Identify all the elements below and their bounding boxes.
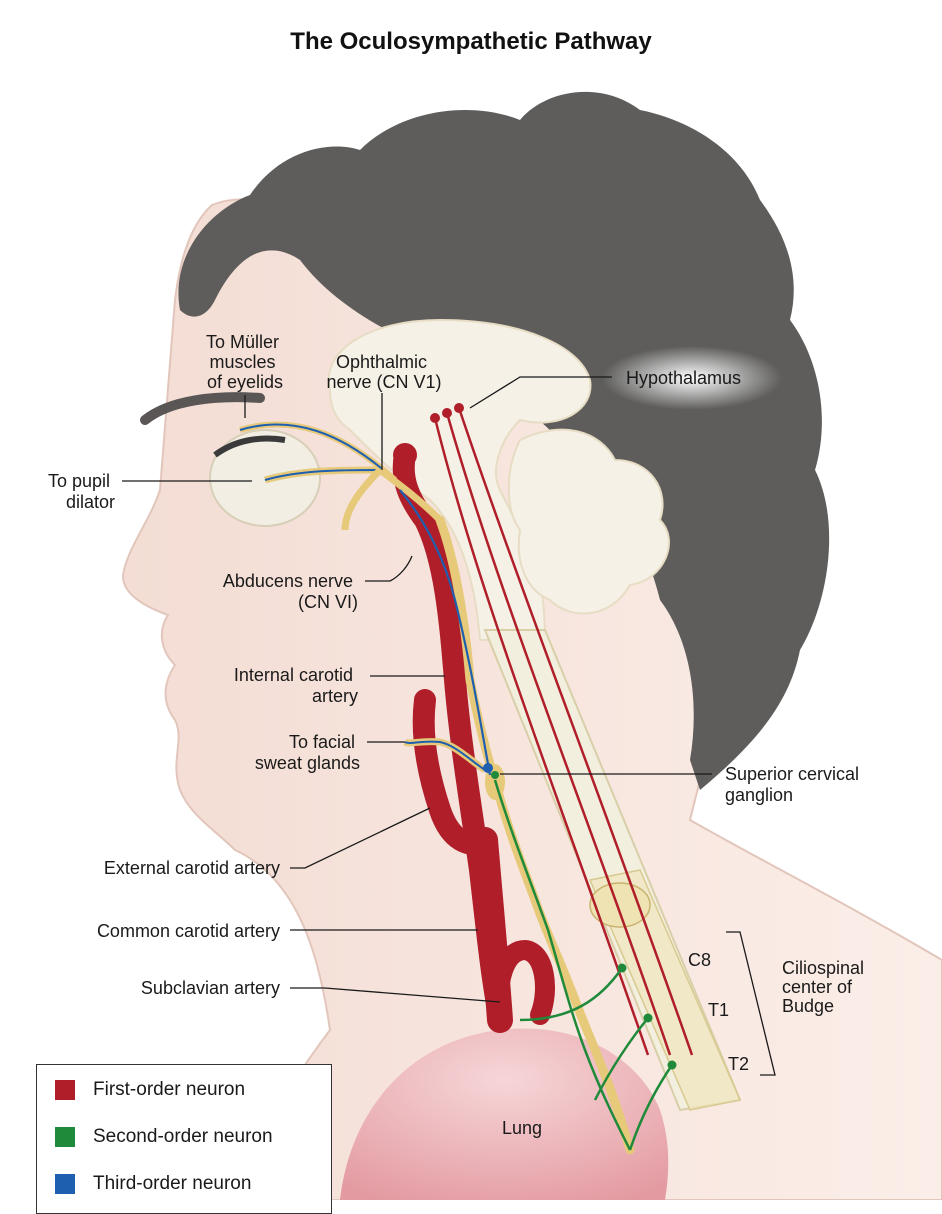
second-order-cell-t1 [643, 1013, 653, 1023]
legend-label-first-order: First-order neuron [93, 1079, 246, 1100]
first-order-cell-2 [442, 408, 452, 418]
leader-abducens [365, 555, 413, 582]
legend-item-first-order: First-order neuron [55, 1077, 245, 1103]
label-ciliospinal: Ciliospinal center of Budge [782, 958, 869, 1016]
first-order-neuron-3 [457, 407, 694, 1056]
second-order-branch-t1 [593, 1017, 649, 1101]
cerebellum [507, 428, 670, 615]
spinal-segment-cross-section [589, 882, 651, 928]
spinal-level-bracket [726, 931, 776, 1076]
label-abducens: Abducens nerve (CN VI) [223, 571, 358, 612]
second-order-cell-t2 [667, 1060, 677, 1070]
legend-label-third-order: Third-order neuron [93, 1173, 252, 1194]
second-order-cell-c8 [617, 963, 627, 973]
third-order-to-muller [239, 423, 396, 481]
third-order-along-carotid [399, 489, 492, 776]
third-order-cell-body [483, 763, 493, 773]
ophthalmic-nerve [377, 467, 443, 523]
label-lung: Lung [502, 1118, 542, 1138]
legend: First-order neuron Second-order neuron T… [36, 1064, 332, 1214]
label-ophthalmic: Ophthalmic nerve (CN V1) [326, 352, 441, 392]
first-order-cell-3 [454, 403, 464, 413]
legend-swatch-third-order [55, 1174, 75, 1194]
label-pupil: To pupil dilator [48, 471, 115, 512]
label-internal-carotid: Internal carotid artery [234, 665, 358, 706]
second-order-synapse [491, 771, 499, 779]
label-external-carotid: External carotid artery [104, 858, 280, 878]
first-order-neuron-2 [445, 412, 672, 1056]
vertebral-column [588, 869, 742, 1111]
third-order-sweat-core [404, 740, 486, 771]
second-order-branch-t2 [628, 1064, 674, 1151]
first-order-cell-1 [430, 413, 440, 423]
abducens-branch [341, 467, 383, 531]
label-c8: C8 [688, 950, 711, 970]
external-carotid-artery [412, 689, 496, 855]
leader-external-carotid [290, 807, 431, 869]
label-superior-cervical: Superior cervical ganglion [725, 764, 864, 805]
subclavian-artery [488, 939, 555, 1030]
hair [178, 91, 830, 791]
legend-swatch-second-order [55, 1127, 75, 1147]
third-order-to-pupil [264, 469, 381, 481]
label-t1: T1 [708, 1000, 729, 1020]
legend-item-third-order: Third-order neuron [55, 1171, 251, 1197]
leader-subclavian [290, 987, 501, 1003]
eyebrow [213, 435, 286, 458]
label-facial-sweat: To facial sweat glands [255, 732, 360, 773]
second-order-trunk [493, 779, 632, 1151]
legend-item-second-order: Second-order neuron [55, 1124, 273, 1150]
label-muller: To Müller muscles of eyelids [206, 332, 284, 392]
first-order-neuron-1 [433, 417, 650, 1056]
label-t2: T2 [728, 1054, 749, 1074]
artery-top [393, 443, 417, 467]
lung [340, 1028, 669, 1200]
label-subclavian: Subclavian artery [141, 978, 280, 998]
hypothalamus-glow [602, 346, 782, 410]
legend-swatch-first-order [55, 1080, 75, 1100]
page-title: The Oculosympathetic Pathway [290, 28, 652, 55]
leader-hypothalamus [469, 376, 612, 409]
label-common-carotid: Common carotid artery [97, 921, 280, 941]
second-order-branch-c8 [519, 967, 624, 1022]
legend-label-second-order: Second-order neuron [93, 1126, 273, 1147]
label-hypothalamus: Hypothalamus [626, 368, 741, 388]
